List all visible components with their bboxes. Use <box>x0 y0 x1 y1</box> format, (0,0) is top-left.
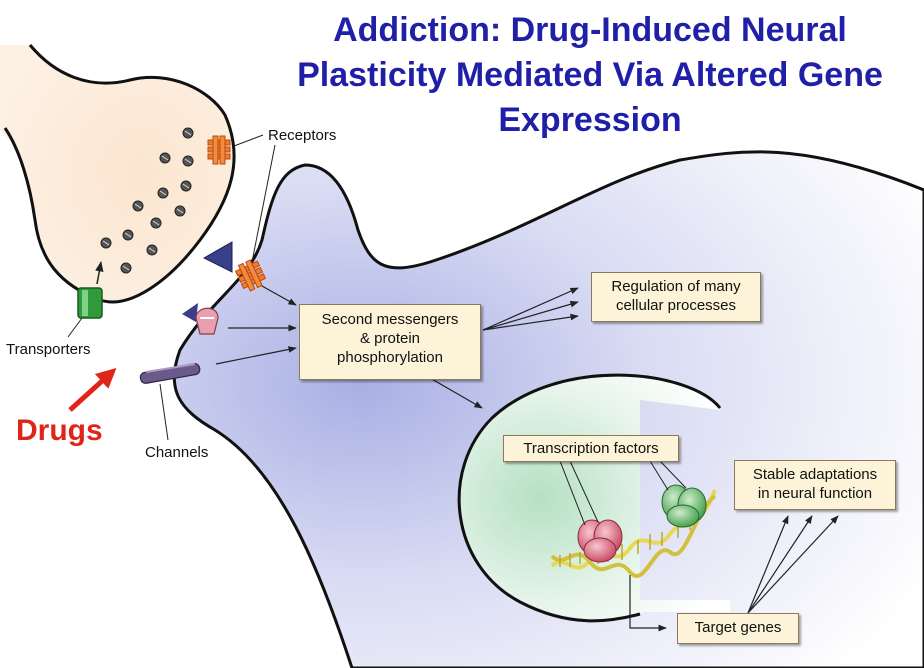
page-title: Addiction: Drug-Induced Neural Plasticit… <box>297 11 883 139</box>
box-line: Second messengers <box>321 311 459 328</box>
channels-label: Channels <box>145 444 209 461</box>
box-line: & protein <box>359 330 421 347</box>
box-line: Stable adaptations <box>752 466 878 483</box>
transcription-factors-box: Transcription factors <box>503 435 679 462</box>
transcription-factor-icon <box>577 519 623 563</box>
box-line: phosphorylation <box>337 349 443 366</box>
transporters-label: Transporters <box>6 341 91 358</box>
box-line: cellular processes <box>615 297 737 314</box>
drugs-label: Drugs <box>16 414 103 447</box>
target-genes-box: Target genes <box>677 613 799 644</box>
presynaptic-terminal <box>0 45 235 302</box>
presynaptic-membrane <box>3 44 236 304</box>
box-line: Regulation of many <box>611 278 741 295</box>
transcription-factor-icon <box>661 484 707 528</box>
regulation-box: Regulation of many cellular processes <box>591 272 761 322</box>
receptor-icon <box>195 307 219 335</box>
stable-adaptations-box: Stable adaptations in neural function <box>734 460 896 510</box>
ligand-triangle-icon <box>182 303 198 322</box>
transporter-icon <box>77 287 103 319</box>
receptor-icon <box>234 259 267 292</box>
channel-icon <box>139 363 201 384</box>
ligand-triangle-icon <box>202 241 233 273</box>
receptors-label: Receptors <box>268 127 337 144</box>
nucleus-membrane <box>457 373 722 623</box>
receptor-icon <box>207 135 231 165</box>
box-line: in neural function <box>757 485 873 502</box>
second-messengers-box: Second messengers & protein phosphorylat… <box>299 304 481 380</box>
